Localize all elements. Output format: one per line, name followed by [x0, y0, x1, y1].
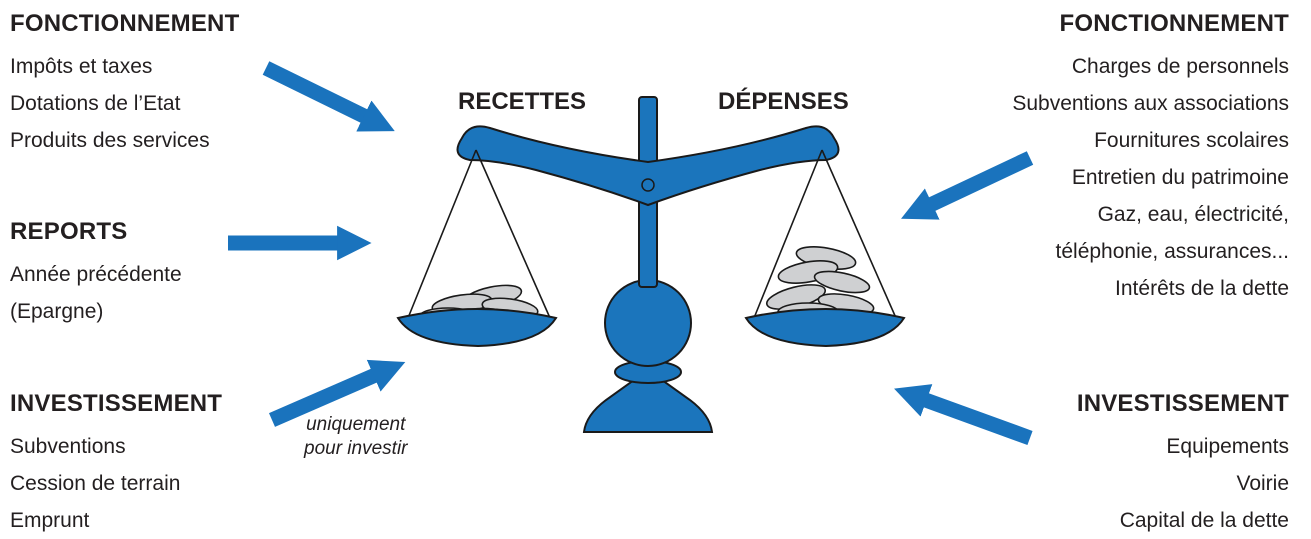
scale-sphere — [604, 279, 692, 367]
investment-note-line: uniquement — [306, 414, 406, 435]
arrow-investissement-recettes — [269, 359, 406, 427]
left-pan-string — [475, 149, 551, 319]
right-pan-string — [753, 149, 823, 319]
reports-item: (Epargne) — [10, 300, 104, 323]
right-fonctionnement-item: Subventions aux associations — [1012, 92, 1289, 115]
recettes-label: RECETTES — [458, 88, 587, 115]
right-pan — [744, 308, 906, 348]
left-investissement-item: Cession de terrain — [10, 472, 181, 495]
right-fonctionnement-item: Fournitures scolaires — [1094, 129, 1289, 152]
right-fonctionnement-item: Intérêts de la dette — [1115, 277, 1289, 300]
right-investissement-item: Equipements — [1166, 435, 1289, 458]
left-fonctionnement-block: FONCTIONNEMENT Impôts et taxes Dotations… — [10, 10, 239, 159]
right-investissement-block: INVESTISSEMENT Equipements Voirie Capita… — [1077, 390, 1289, 539]
left-investissement-item: Subventions — [10, 435, 126, 458]
arrow-fonctionnement-recettes — [262, 61, 395, 132]
right-fonctionnement-item: Entretien du patrimoine — [1071, 166, 1289, 189]
right-coins — [765, 246, 875, 322]
right-investissement-item: Voirie — [1236, 472, 1289, 495]
left-pan-string — [407, 149, 477, 319]
left-fonctionnement-item: Dotations de l’Etat — [10, 92, 181, 115]
reports-title: REPORTS — [10, 218, 128, 245]
reports-item: Année précédente — [10, 263, 182, 286]
investment-note-line: pour investir — [304, 438, 408, 459]
right-fonctionnement-item: Gaz, eau, électricité, — [1097, 203, 1289, 226]
right-investissement-title: INVESTISSEMENT — [1076, 390, 1289, 417]
right-investissement-item: Capital de la dette — [1119, 509, 1289, 532]
arrow-investissement-depenses — [894, 384, 1033, 446]
left-pan — [396, 308, 558, 348]
right-pan-string — [821, 149, 897, 319]
reports-block: REPORTS Année précédente (Epargne) — [10, 218, 182, 330]
depenses-label: DÉPENSES — [718, 88, 849, 115]
investment-note: uniquement pour investir — [304, 413, 408, 461]
right-fonctionnement-item: téléphonie, assurances... — [1055, 240, 1289, 263]
scale-pivot — [641, 178, 655, 192]
right-fonctionnement-title: FONCTIONNEMENT — [1059, 10, 1289, 37]
left-fonctionnement-title: FONCTIONNEMENT — [10, 10, 240, 37]
scale-base — [582, 379, 714, 433]
left-investissement-item: Emprunt — [10, 509, 90, 532]
left-investissement-block: INVESTISSEMENT Subventions Cession de te… — [10, 390, 222, 539]
right-fonctionnement-block: FONCTIONNEMENT Charges de personnels Sub… — [1012, 10, 1289, 307]
left-investissement-title: INVESTISSEMENT — [10, 390, 223, 417]
left-fonctionnement-item: Impôts et taxes — [10, 55, 153, 78]
right-fonctionnement-item: Charges de personnels — [1071, 55, 1289, 78]
left-fonctionnement-item: Produits des services — [10, 129, 210, 152]
arrow-fonctionnement-depenses — [901, 151, 1034, 220]
